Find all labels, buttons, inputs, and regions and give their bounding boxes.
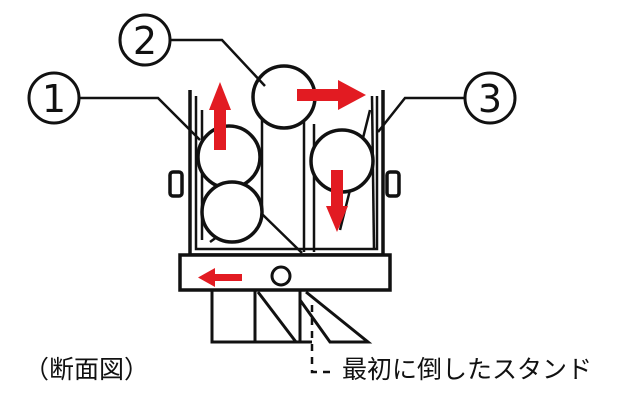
arrow-up-icon: [209, 82, 231, 150]
side-tab-right: [385, 170, 401, 198]
arrow-left-icon: [198, 268, 242, 287]
center-hole: [270, 265, 292, 287]
roll-left-lower: [200, 180, 264, 244]
roll-left-upper: [196, 124, 262, 190]
svg-text:3: 3: [478, 77, 502, 121]
section-caption: （断面図）: [24, 355, 149, 384]
rolls: [196, 64, 375, 244]
stand-caption: 最初に倒したスタンド: [342, 355, 592, 384]
stand: [210, 290, 373, 344]
arrow-down-icon: [326, 170, 348, 232]
stand-leader-dashed: [310, 305, 330, 374]
arrow-right-icon: [297, 80, 366, 110]
callout-3: 3: [463, 71, 517, 125]
direction-arrows: [198, 80, 366, 287]
svg-text:1: 1: [42, 77, 66, 121]
side-tab-left: [168, 170, 184, 198]
callout-1: 1: [27, 71, 81, 125]
svg-text:2: 2: [133, 19, 157, 63]
callout-2: 2: [118, 13, 172, 67]
callout-leaders: [80, 38, 466, 141]
